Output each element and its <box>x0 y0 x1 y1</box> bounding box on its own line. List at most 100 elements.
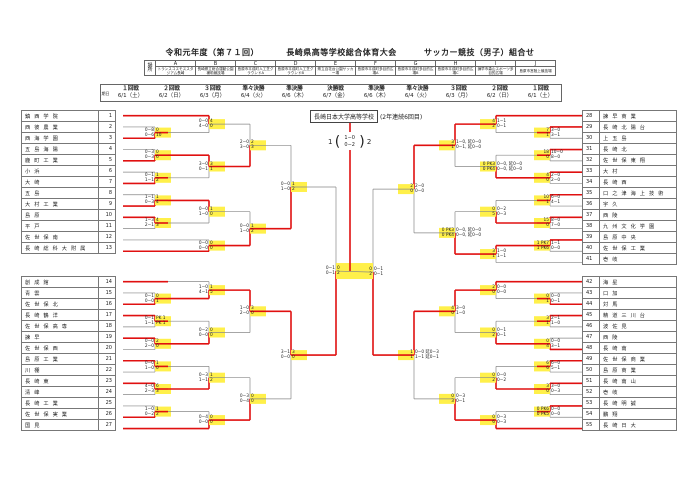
score-label: 0−0 <box>280 355 290 361</box>
round-name: 準決勝 <box>286 86 303 92</box>
score-label: 0−1, 延0−0 <box>456 145 482 151</box>
score-label: 3−1 <box>280 350 290 356</box>
score-label: 4 <box>492 119 495 125</box>
score-label: 0−3 <box>198 372 208 378</box>
round-date: 6/4（火） <box>240 93 267 99</box>
score-label: 3 <box>451 140 454 146</box>
score-highlight <box>336 263 373 280</box>
score-label: 1−1 <box>144 195 154 201</box>
score-label: 1−0 <box>198 285 208 291</box>
score-label: 0 <box>451 311 454 317</box>
score-label: 0−1 <box>144 316 154 322</box>
score-label: 2 <box>337 271 340 277</box>
score-label: 1 <box>410 355 413 361</box>
score-label: 0−1 <box>497 327 507 333</box>
score-label: 1 <box>546 200 549 206</box>
score-label: 1−1 延0−1 <box>415 355 439 361</box>
score-label: 4−0 <box>144 384 154 389</box>
score-label: 0 PK4 <box>441 232 454 238</box>
score-label: 2 <box>369 272 372 278</box>
score-label: 0−1 <box>497 332 507 338</box>
score-label: 2 <box>292 186 295 192</box>
paren-open: ( <box>334 134 341 150</box>
score-label: 2 <box>492 377 495 383</box>
score-label: 0−0 <box>551 338 561 344</box>
score-label: 6 <box>546 366 549 372</box>
score-label: 0−0 <box>198 332 208 338</box>
score-label: 8−0 <box>551 155 561 161</box>
score-label: 3−0 <box>456 306 466 312</box>
score-label: 4 <box>210 119 213 125</box>
score-label: 1−0 <box>239 306 249 312</box>
score-label: 1 <box>156 361 159 367</box>
score-label: 0−3 <box>497 420 507 426</box>
score-label: 2−0 <box>239 140 249 146</box>
score-label: 10 <box>543 195 549 201</box>
score-label: 2 <box>210 377 213 383</box>
score-label: 1 <box>410 350 413 356</box>
score-label: 0−2 <box>497 206 507 212</box>
score-label: 4 <box>451 306 454 312</box>
score-label: 1 <box>210 206 213 212</box>
score-label: 0 <box>337 266 340 272</box>
score-label: 1−1 <box>497 254 507 260</box>
score-label: 0 PK5 <box>536 411 549 417</box>
round-date: 6/1（土） <box>527 93 554 99</box>
title-sport: サッカー競技（男子）組合せ <box>424 48 535 57</box>
score-label: 0−0 <box>239 223 249 229</box>
score-label: 0 PK3 <box>482 161 495 167</box>
score-label: 0−0 <box>144 361 154 367</box>
page-title: 令和元年度（第７１回） 長崎県高等学校総合体育大会 サッカー競技（男子）組合せ <box>0 47 700 58</box>
score-label: 0−0 <box>497 285 507 291</box>
round-date: 6/2（日） <box>158 93 185 99</box>
score-label: 2 <box>251 228 254 234</box>
score-label: 1−0 <box>239 228 249 234</box>
score-label: 0 <box>210 245 213 251</box>
score-label: 0−0 <box>198 119 208 125</box>
score-label: 1−1 <box>198 377 208 383</box>
score-label: 3 <box>156 389 159 394</box>
score-label: 0−1 <box>198 166 208 172</box>
score-label: 2 <box>492 285 495 291</box>
round-date: 6/3（月） <box>445 93 472 99</box>
round-date: 6/4（火） <box>404 93 431 99</box>
score-label: 3 <box>546 384 549 389</box>
score-label: 0 <box>210 240 213 246</box>
round-date: 6/2（日） <box>486 93 513 99</box>
score-label: 6 <box>156 155 159 161</box>
title-event: 長崎県高等学校総合体育大会 <box>286 48 397 57</box>
score-label: 4−0 <box>198 124 208 130</box>
score-label: 0 <box>251 393 254 399</box>
score-label: 0−3 <box>144 200 154 206</box>
team-number: 8 <box>98 187 116 199</box>
round-name: 準々決勝 <box>406 86 429 92</box>
score-label: 3 <box>492 249 495 255</box>
score-label: 0 <box>156 127 159 133</box>
score-label: 1 <box>546 132 549 138</box>
score-label: 3−0 <box>239 145 249 151</box>
round-date: 6/3（月） <box>199 93 226 99</box>
round-name: 準々決勝 <box>242 86 265 92</box>
round-date: 6/6（木） <box>281 93 308 99</box>
score-label: 0−1 <box>144 293 154 299</box>
venue-label: 場所 <box>144 60 156 76</box>
score-label: 1 <box>292 181 295 187</box>
venue-name: 島原市営陸上競技場 <box>515 66 556 76</box>
score-label: 0 <box>210 420 213 426</box>
score-label: 0−3 <box>497 415 507 421</box>
score-label: 6 <box>492 420 495 426</box>
score-label: 8−0 <box>551 218 561 223</box>
